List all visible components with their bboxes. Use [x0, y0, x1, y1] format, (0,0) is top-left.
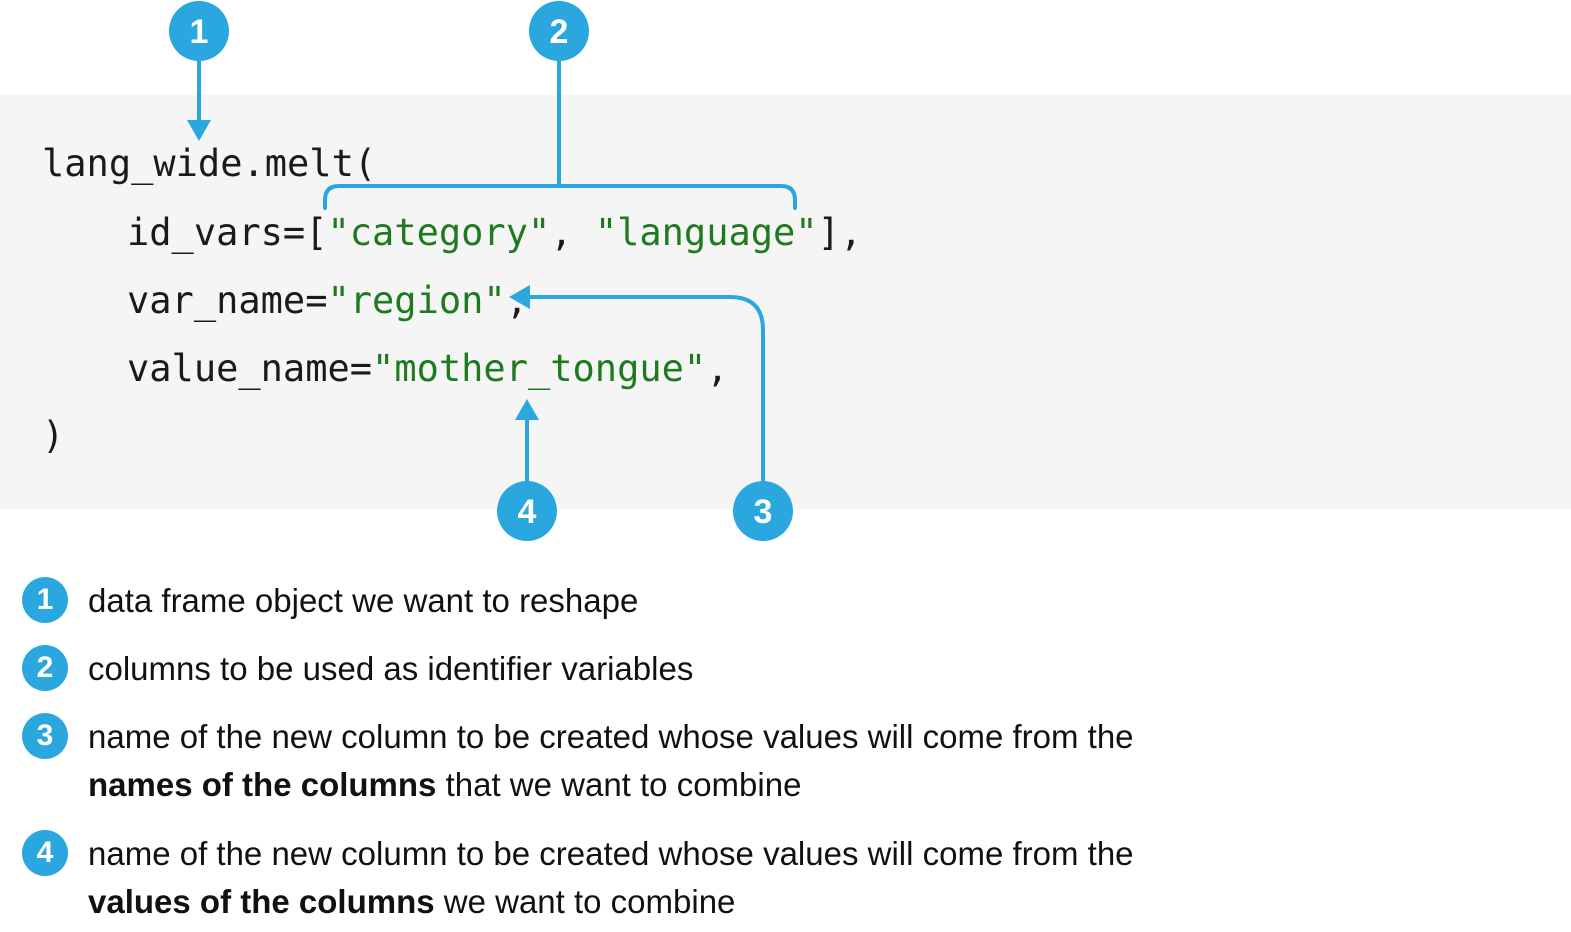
code-block [0, 95, 1571, 509]
arrowhead-4 [515, 399, 539, 420]
legend-text-3-bold: names of the columns [88, 766, 437, 803]
legend-text-3-line1: name of the new column to be created who… [88, 718, 1134, 755]
code-text: ], [817, 211, 863, 254]
code-text: ) [42, 414, 65, 457]
legend-text-3-rest: that we want to combine [436, 766, 802, 803]
callout-3-number: 3 [754, 493, 773, 531]
code-line-4: value_name="mother_tongue", [127, 347, 728, 391]
legend-text-3: name of the new column to be created who… [88, 713, 1134, 809]
callout-1-number: 1 [190, 13, 209, 51]
legend-badge-3: 3 [22, 713, 68, 759]
arrowhead-3 [509, 285, 530, 309]
code-line-3: var_name="region", [127, 279, 528, 323]
legend-badge-4: 4 [22, 830, 68, 876]
legend-text-4-line1: name of the new column to be created who… [88, 835, 1134, 872]
legend-badge-1: 1 [22, 577, 68, 623]
arrowhead-1 [187, 120, 211, 141]
code-text: , [550, 211, 595, 254]
legend-text-4-rest: we want to combine [434, 883, 736, 920]
code-string: "language" [594, 211, 818, 254]
code-text: id_vars=[ [127, 211, 328, 254]
legend-text-4: name of the new column to be created who… [88, 830, 1134, 926]
legend-text-4-bold: values of the columns [88, 883, 435, 920]
arrow-3 [526, 295, 765, 485]
legend-badge-2: 2 [22, 645, 68, 691]
callout-2-number: 2 [550, 13, 569, 51]
legend-text-1: data frame object we want to reshape [88, 582, 639, 619]
code-text: , [706, 347, 729, 390]
code-text: value_name= [127, 347, 373, 390]
code-text: lang_wide.melt( [42, 142, 377, 185]
callout-4: 4 [497, 481, 557, 541]
callout-4-number: 4 [518, 493, 537, 531]
code-string: "mother_tongue" [372, 347, 707, 390]
callout-1: 1 [169, 1, 229, 61]
code-line-1: lang_wide.melt( [42, 142, 376, 186]
code-string: "category" [327, 211, 551, 254]
callout-3: 3 [733, 481, 793, 541]
code-line-5: ) [42, 414, 64, 458]
legend-text-2: columns to be used as identifier variabl… [88, 650, 694, 687]
callout-2: 2 [529, 1, 589, 61]
code-text: var_name= [127, 279, 328, 322]
bracket-2 [323, 56, 797, 210]
code-line-2: id_vars=["category", "language"], [127, 211, 862, 255]
code-string: "region" [327, 279, 506, 322]
